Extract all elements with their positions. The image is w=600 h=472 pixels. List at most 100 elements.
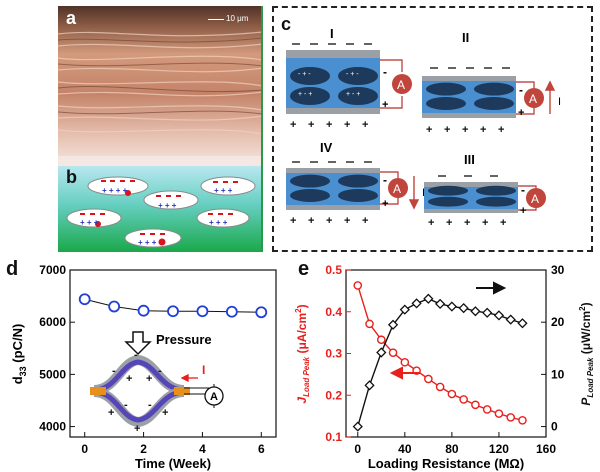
- e-point-right: [411, 298, 422, 309]
- svg-text:+ - +: + - +: [298, 91, 312, 98]
- svg-text:+: +: [426, 124, 432, 136]
- d-ytick-label: 7000: [39, 263, 66, 277]
- svg-text:+: +: [326, 215, 332, 227]
- e-xtick-label: 40: [398, 442, 412, 456]
- e-point-right: [458, 302, 469, 314]
- pressure-label: Pressure: [156, 332, 212, 347]
- svg-text:+ + +: + + +: [80, 218, 99, 227]
- d-point: [78, 293, 91, 306]
- e-point-right: [493, 310, 505, 321]
- e-xtick-label: 80: [445, 442, 459, 456]
- state-I-label: I: [330, 26, 334, 41]
- d-point: [196, 305, 209, 318]
- e-point-left: [376, 335, 386, 345]
- e-left-ytick-label: 0.5: [325, 263, 342, 277]
- panel-b-label: b: [66, 167, 77, 187]
- svg-text:+ + +: + + +: [138, 238, 157, 247]
- svg-text:+: +: [520, 205, 526, 217]
- state-I: - + -- + -+ - ++ - + +++++ A -+ I: [286, 26, 412, 131]
- svg-text:+: +: [462, 124, 468, 136]
- d-xtick-label: 4: [199, 442, 206, 456]
- svg-text:+: +: [126, 373, 132, 385]
- svg-text:+: +: [464, 217, 470, 229]
- e-point-left: [365, 319, 374, 329]
- panel-c-frame: [272, 6, 593, 252]
- svg-text:+: +: [290, 119, 296, 131]
- e-xtick-label: 120: [489, 442, 509, 456]
- svg-text:+: +: [326, 119, 332, 131]
- fiber-texture: [58, 6, 263, 166]
- svg-text:+: +: [108, 407, 114, 419]
- svg-text:+: +: [308, 119, 314, 131]
- states-diagram: - + - - + - + - + + - + + + + + + A - + I + + + + + …: [286, 26, 561, 229]
- d-point: [255, 306, 268, 319]
- svg-text:- + -: - + -: [346, 71, 359, 78]
- e-point-right: [387, 319, 399, 330]
- svg-text:+ + +: + + +: [214, 186, 233, 195]
- svg-text:+: +: [362, 215, 368, 227]
- e-point-right: [376, 347, 387, 358]
- svg-text:+: +: [428, 217, 434, 229]
- svg-text:-: -: [383, 65, 387, 79]
- dipole-schematic: + + + + + + + + + + + + + + + + + + +: [58, 166, 263, 252]
- svg-text:+: +: [480, 124, 486, 136]
- svg-text:+ + + +: + + + +: [102, 186, 128, 195]
- svg-text:+: +: [146, 373, 152, 385]
- arrow-to-right-axis: [476, 281, 507, 295]
- e-point-left: [435, 382, 445, 392]
- d-xlabel: Time (Week): [135, 456, 211, 471]
- state-IV-label: IV: [320, 140, 333, 155]
- e-left-ytick-label: 0.2: [325, 388, 342, 402]
- svg-text:+: +: [382, 198, 388, 210]
- e-right-ylabel: PLoad Peak (μW/cm2): [578, 302, 595, 405]
- e-point-left: [353, 281, 363, 290]
- dipole-schematic-panel: + + + + + + + + + + + + + + + + + + + b: [58, 166, 263, 252]
- e-point-left: [471, 400, 480, 410]
- chart-e-frame: [345, 269, 547, 438]
- e-left-ytick-label: 0.4: [325, 305, 342, 319]
- state-IV-current: I: [422, 187, 425, 199]
- d-point: [108, 300, 121, 313]
- arrow-to-left-axis: [389, 366, 420, 380]
- svg-text:-: -: [521, 183, 525, 197]
- e-point-left: [388, 348, 398, 357]
- svg-text:-: -: [383, 173, 387, 187]
- svg-text:+: +: [290, 215, 296, 227]
- e-point-right: [482, 307, 493, 318]
- pressure-arrow-icon: [124, 331, 152, 356]
- svg-text:-: -: [519, 83, 523, 97]
- svg-text:+: +: [362, 119, 368, 131]
- e-xtick-label: 160: [536, 442, 556, 456]
- e-left-ytick-label: 0.3: [325, 347, 342, 361]
- svg-text:+: +: [344, 119, 350, 131]
- svg-text:+: +: [446, 217, 452, 229]
- ammeter-II-label: A: [529, 92, 537, 106]
- d-xtick-label: 0: [81, 442, 88, 456]
- panel-e-label: e: [298, 258, 310, 280]
- svg-text:+: +: [308, 215, 314, 227]
- e-left-ytick-label: 0.1: [325, 430, 342, 444]
- d-ylabel: d33 (pC/N): [10, 324, 28, 385]
- d-point: [167, 305, 179, 318]
- e-point-right: [434, 298, 446, 310]
- svg-text:+: +: [344, 215, 350, 227]
- e-point-left: [424, 374, 433, 384]
- e-point-left: [482, 405, 492, 414]
- ammeter-icon: [204, 386, 224, 406]
- svg-text:+ + +: + + +: [209, 218, 228, 227]
- svg-text:-: -: [134, 349, 138, 361]
- state-IV: +++++ A -+ I IV: [286, 140, 425, 227]
- ammeter-III-label: A: [531, 192, 539, 206]
- e-point-right: [517, 318, 528, 329]
- e-right-ytick-label: 30: [551, 263, 565, 277]
- svg-text:-: -: [148, 399, 152, 411]
- panel-ab-border: [261, 6, 263, 252]
- d-ytick-label: 6000: [39, 315, 66, 329]
- e-point-left: [518, 415, 527, 425]
- e-right-ytick-label: 10: [551, 367, 565, 381]
- d-ytick-label: 4000: [39, 420, 66, 434]
- svg-text:+ - +: + - +: [346, 91, 360, 98]
- d-point: [137, 304, 150, 317]
- e-point-left: [447, 389, 457, 399]
